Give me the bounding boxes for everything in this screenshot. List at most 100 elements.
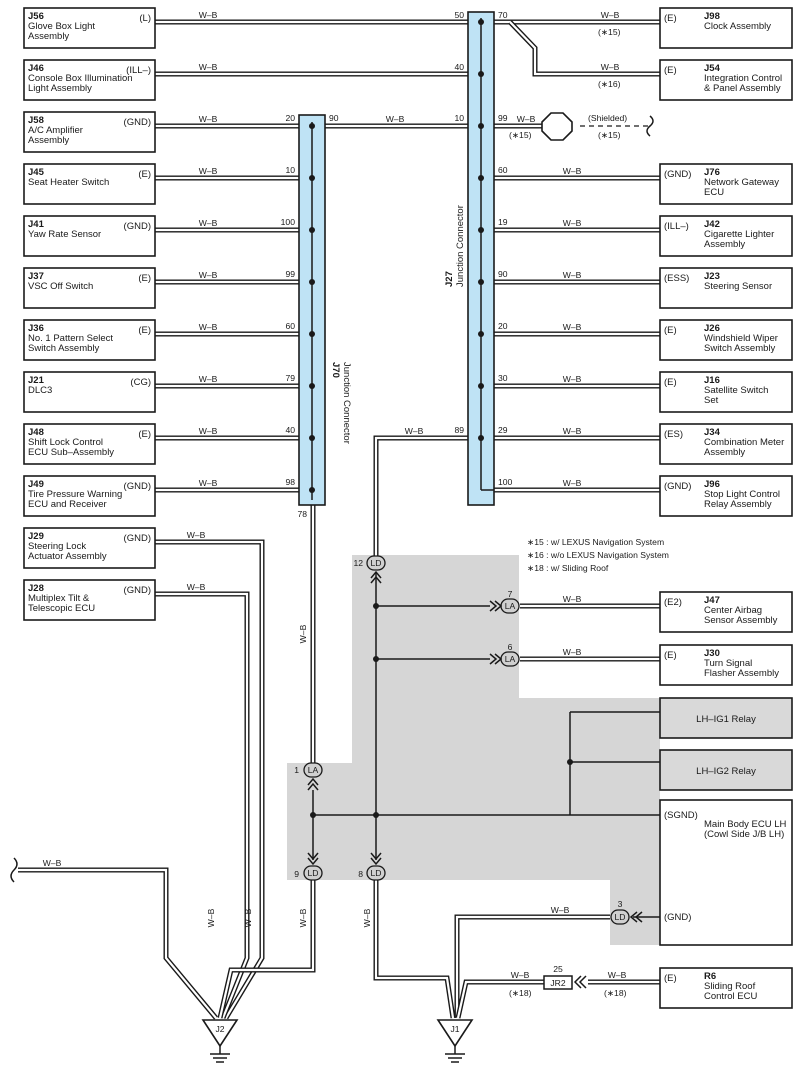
svg-text:40: 40 (285, 425, 295, 435)
bus-dots (309, 19, 573, 818)
ground-j1 (436, 1019, 474, 1063)
component-name: Console Box Illumination (28, 73, 133, 84)
svg-text:W–B: W–B (298, 908, 308, 927)
main-body-ecu-pin-gnd: (GND) (664, 912, 691, 923)
svg-text:W–B: W–B (199, 374, 218, 384)
component-name-2: ECU and Receiver (28, 499, 107, 510)
svg-text:50: 50 (454, 10, 464, 20)
component-name: No. 1 Pattern Select (28, 333, 113, 344)
component-pin: (E2) (664, 597, 682, 608)
svg-text:60: 60 (285, 321, 295, 331)
svg-text:W–B: W–B (199, 10, 218, 20)
component-name: Yaw Rate Sensor (28, 229, 101, 240)
component-code: J96 (704, 479, 720, 490)
component-code: J41 (28, 219, 45, 230)
component-code: J29 (28, 531, 44, 542)
ground-j1-label: J1 (450, 1024, 459, 1034)
shield-label: (Shielded) (588, 113, 627, 123)
legend-line-2: ∗16 : w/o LEXUS Navigation System (527, 550, 669, 560)
svg-text:W–B: W–B (298, 624, 308, 643)
j70-label: Junction Connector (341, 362, 352, 444)
svg-text:W–B: W–B (601, 10, 620, 20)
component-name: Stop Light Control (704, 489, 780, 500)
component-name: Integration Control (704, 73, 782, 84)
component-name: Steering Sensor (704, 281, 772, 292)
svg-text:W–B: W–B (187, 530, 206, 540)
svg-text:W–B: W–B (206, 908, 216, 927)
component-name-2: Flasher Assembly (704, 668, 779, 679)
svg-text:W–B: W–B (563, 218, 582, 228)
svg-text:70: 70 (498, 10, 508, 20)
connector-ld12: LD (366, 555, 386, 571)
component-code: J16 (704, 375, 720, 386)
component-code: J56 (28, 11, 44, 22)
component-name-2: Switch Assembly (704, 343, 776, 354)
component-name: DLC3 (28, 385, 52, 396)
component-pin: (E) (664, 325, 677, 336)
connector-ld9: LD (303, 865, 323, 881)
component-name: A/C Amplifier (28, 125, 83, 136)
svg-text:100: 100 (281, 217, 296, 227)
component-name: Seat Heater Switch (28, 177, 109, 188)
jr2-connector (543, 975, 573, 990)
note-16-a: (∗16) (598, 79, 621, 89)
svg-text:W–B: W–B (199, 62, 218, 72)
wire-inner-21 (374, 436, 468, 556)
wire-outer-13 (508, 20, 660, 77)
wire-group (18, 19, 660, 1020)
svg-text:W–B: W–B (563, 478, 582, 488)
component-code: J42 (704, 219, 720, 230)
component-code: J47 (704, 595, 720, 606)
arrow-mark (370, 570, 382, 584)
svg-text:W–B: W–B (43, 858, 62, 868)
component-code: J36 (28, 323, 44, 334)
main-body-ecu-name1: Main Body ECU LH (704, 819, 787, 830)
wire-outer-24 (155, 591, 250, 1019)
wire-inner-23 (155, 540, 264, 1019)
pin-numbers: 20 90 10 100 99 60 79 40 98 78 50 70 40 … (281, 10, 623, 909)
shield-end-mark (646, 115, 654, 137)
component-code: J58 (28, 115, 44, 126)
svg-text:W–B: W–B (601, 62, 620, 72)
svg-text:3: 3 (618, 899, 623, 909)
component-code: J26 (704, 323, 720, 334)
component-name: Glove Box Light (28, 21, 95, 32)
component-pin: (GND) (124, 533, 151, 544)
svg-text:79: 79 (285, 373, 295, 383)
wire-inner-28 (455, 915, 610, 1018)
component-name-2: Telescopic ECU (28, 603, 95, 614)
arrow-mark (307, 852, 319, 866)
svg-text:W–B: W–B (511, 970, 530, 980)
connector-la6: LA (500, 651, 520, 667)
svg-text:29: 29 (498, 425, 508, 435)
component-name-2: Control ECU (704, 991, 757, 1002)
wire-color-labels: W–B W–B W–B W–B W–B W–B W–B W–B W–B W–B W–B W–B W–B W… (43, 10, 627, 980)
svg-text:10: 10 (454, 113, 464, 123)
jr2-pin: 25 (553, 964, 563, 974)
wire-outer-27 (373, 880, 456, 1019)
note-18-b: (∗18) (604, 988, 627, 998)
svg-text:W–B: W–B (563, 647, 582, 657)
ground-j2-label: J2 (215, 1024, 224, 1034)
svg-text:LA: LA (505, 654, 516, 664)
component-pin: (E) (138, 169, 151, 180)
svg-text:W–B: W–B (362, 908, 372, 927)
svg-text:99: 99 (285, 269, 295, 279)
svg-text:20: 20 (498, 321, 508, 331)
j70-code: J70 (330, 362, 341, 378)
left-wire-break-mark (10, 857, 18, 883)
svg-text:90: 90 (498, 269, 508, 279)
connector-ld3: LD (610, 909, 630, 925)
component-code: J37 (28, 271, 44, 282)
j27-code: J27 (444, 271, 455, 287)
